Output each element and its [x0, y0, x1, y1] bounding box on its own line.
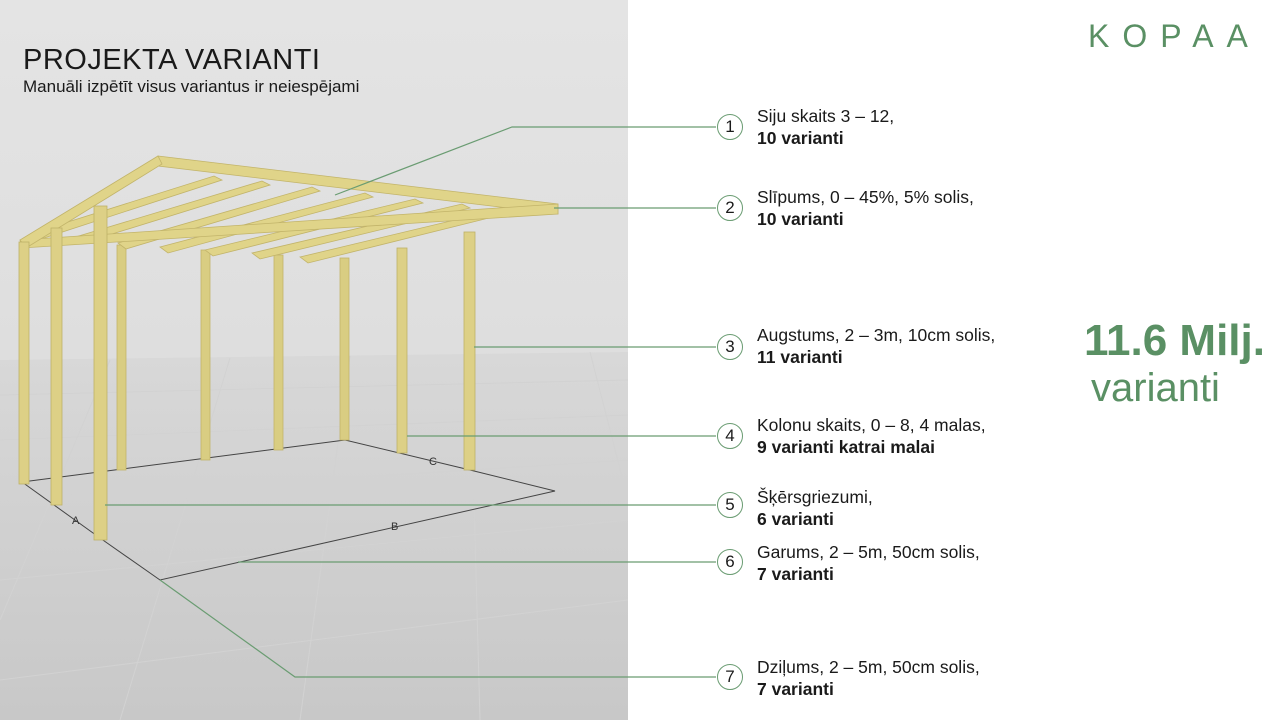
- page-title: PROJEKTA VARIANTI: [23, 44, 321, 76]
- item-description: Kolonu skaits, 0 – 8, 4 malas,: [757, 415, 986, 435]
- badge-3: 3: [717, 334, 743, 360]
- dimension-label-c: C: [429, 456, 437, 468]
- back-columns: [116, 244, 350, 471]
- item-description: Šķērsgriezumi,: [757, 487, 873, 507]
- item-description: Augstums, 2 – 3m, 10cm solis,: [757, 325, 996, 345]
- badge-1: 1: [717, 114, 743, 140]
- item-description: Siju skaits 3 – 12,: [757, 106, 895, 126]
- variant-item-cross-sections: Šķērsgriezumi, 6 varianti: [757, 486, 873, 530]
- dimension-label-a: A: [72, 515, 80, 527]
- item-value: 11 varianti: [757, 347, 843, 367]
- item-value: 6 varianti: [757, 509, 834, 529]
- badge-7: 7: [717, 664, 743, 690]
- variant-item-length: Garums, 2 – 5m, 50cm solis, 7 varianti: [757, 541, 980, 585]
- pergola-render: A B C: [0, 0, 628, 720]
- roof-joists: [19, 155, 559, 264]
- item-value: 9 varianti katrai malai: [757, 437, 936, 457]
- variant-item-depth: Dziļums, 2 – 5m, 50cm solis, 7 varianti: [757, 656, 980, 700]
- badge-6: 6: [717, 549, 743, 575]
- front-columns: [18, 205, 476, 541]
- variant-item-columns: Kolonu skaits, 0 – 8, 4 malas, 9 variant…: [757, 414, 986, 458]
- page-subtitle: Manuāli izpētīt visus variantus ir neies…: [23, 77, 360, 96]
- dimension-label-b: B: [391, 521, 398, 533]
- item-description: Dziļums, 2 – 5m, 50cm solis,: [757, 657, 980, 677]
- total-label: varianti: [1091, 366, 1220, 410]
- item-value: 10 varianti: [757, 128, 844, 148]
- variant-item-slope: Slīpums, 0 – 45%, 5% solis, 10 varianti: [757, 186, 974, 230]
- variant-item-height: Augstums, 2 – 3m, 10cm solis, 11 variant…: [757, 324, 995, 368]
- kopaa-logo: KOPAA: [1088, 18, 1261, 54]
- variant-item-beams: Siju skaits 3 – 12, 10 varianti: [757, 105, 894, 149]
- item-description: Garums, 2 – 5m, 50cm solis,: [757, 542, 980, 562]
- item-value: 7 varianti: [757, 564, 834, 584]
- item-value: 10 varianti: [757, 209, 844, 229]
- item-value: 7 varianti: [757, 679, 834, 699]
- badge-2: 2: [717, 195, 743, 221]
- badge-5: 5: [717, 492, 743, 518]
- item-description: Slīpums, 0 – 45%, 5% solis,: [757, 187, 974, 207]
- badge-4: 4: [717, 423, 743, 449]
- total-count: 11.6 Milj.: [1084, 316, 1265, 365]
